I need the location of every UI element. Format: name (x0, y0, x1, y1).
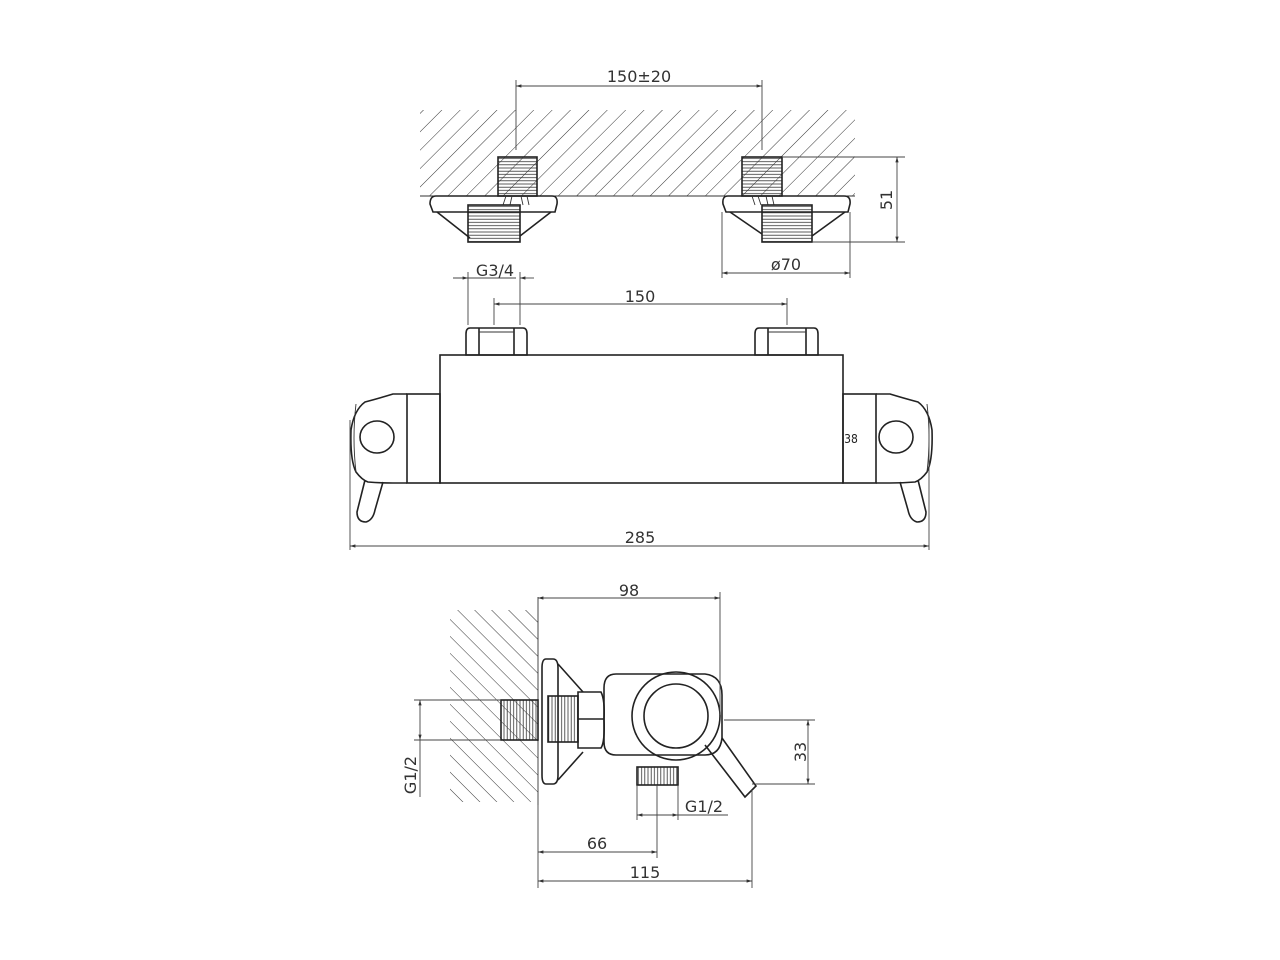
dim-label-38: 38 (844, 432, 858, 446)
dim-label: G1/2 (685, 797, 723, 816)
dimension-g3-4: G3/4 (453, 261, 534, 325)
wall-hatch (420, 110, 855, 196)
dim-label: G1/2 (401, 756, 420, 794)
knob-inner (643, 683, 709, 749)
outlet-thread (636, 766, 679, 786)
left-end-cap (406, 393, 441, 484)
dimension-98: 98 (538, 581, 721, 715)
knob-outer (631, 671, 721, 761)
eccentric-thread (547, 695, 579, 743)
dimension-diameter-70: ø70 (721, 212, 851, 278)
left-hex-nut (465, 327, 528, 356)
wall-flange (541, 658, 559, 785)
left-eccentric-fitting (429, 156, 558, 243)
dimension-150-20: 150±20 (515, 67, 763, 150)
dim-label: 98 (619, 581, 639, 600)
dim-label: ø70 (771, 255, 801, 274)
dimension-150: 150 (493, 287, 788, 325)
dimension-51: 51 (782, 156, 905, 243)
dim-label: 150±20 (607, 67, 671, 86)
front-view: G3/4 150 (349, 261, 933, 550)
dimension-115: 115 (538, 790, 753, 888)
dimension-inlet-g1-2: G1/2 (401, 699, 501, 797)
dim-label: 33 (791, 742, 810, 762)
top-view: 150±20 51 ø70 (420, 67, 905, 278)
dim-label: 115 (630, 863, 661, 882)
dimension-33: 33 (724, 719, 815, 785)
dim-label: 51 (877, 190, 896, 210)
lever (704, 737, 758, 799)
right-control-knob (876, 393, 933, 523)
side-view: 98 33 G1/2 G1/2 66 (401, 581, 815, 888)
dimension-285: 285 (349, 420, 930, 550)
hex-nut (577, 691, 605, 749)
dim-label: 66 (587, 834, 607, 853)
right-hex-nut (754, 327, 819, 356)
right-eccentric-fitting (722, 156, 851, 243)
valve-body (439, 354, 844, 484)
dim-label: G3/4 (476, 261, 514, 280)
right-end-cap (842, 393, 877, 484)
dimension-outlet-g1-2: G1/2 (636, 785, 728, 820)
dimension-66: 66 (537, 785, 658, 888)
left-control-knob (350, 393, 407, 523)
dim-label: 285 (625, 528, 656, 547)
dim-label: 150 (625, 287, 656, 306)
wall-pipe-thread (500, 699, 539, 741)
